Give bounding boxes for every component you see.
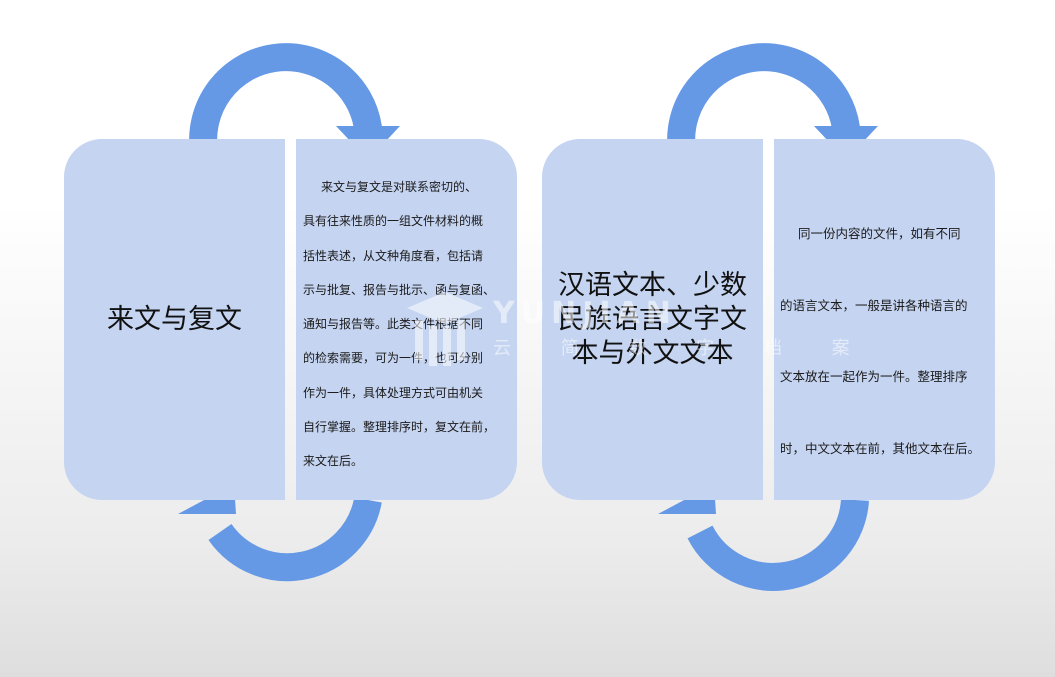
left-body-line: 具有往来性质的一组文件材料的概 (303, 214, 484, 229)
left-body-line: 作为一件，具体处理方式可由机关 (303, 385, 484, 400)
left-card-title: 来文与复文 (107, 303, 242, 335)
right-body-line: 的语言文本，一般是讲各种语言的 (780, 297, 968, 313)
left-body-line: 来文在后。 (303, 454, 364, 469)
left-card-body: 来文与复文是对联系密切的、 具有往来性质的一组文件材料的概 括性表述，从文种角度… (303, 170, 509, 479)
right-top-arc-arrow (667, 43, 860, 155)
left-body-line: 括性表述，从文种角度看，包括请 (303, 248, 484, 263)
right-body-line: 时，中文文本在前，其他文本在后。 (780, 440, 981, 456)
left-top-arc-arrow (189, 43, 382, 155)
left-body-line: 示与批复、报告与批示、函与复函、 (303, 282, 496, 297)
left-body-line: 来文与复文是对联系密切的、 (321, 180, 478, 194)
right-body-line: 同一份内容的文件，如有不同 (798, 226, 961, 241)
right-card-title: 汉语文本、少数 民族语言文字文 本与外文文本 (542, 139, 763, 500)
left-card-title-panel (64, 139, 285, 500)
right-title-line: 汉语文本、少数 (558, 269, 747, 301)
left-body-line: 自行掌握。整理排序时，复文在前， (303, 420, 496, 435)
right-card-body: 同一份内容的文件，如有不同 的语言文本，一般是讲各种语言的 文本放在一起作为一件… (780, 198, 990, 484)
left-body-line: 通知与报告等。此类文件根据不同 (303, 317, 484, 332)
right-card-title-panel (542, 139, 763, 500)
right-card-text-panel (774, 139, 995, 500)
left-body-line: 的检索需要，可为一件，也可分别 (303, 351, 484, 366)
left-bottom-arc-arrow (208, 497, 382, 582)
right-title-line: 民族语言文字文 (558, 303, 747, 335)
right-title-line: 本与外文文本 (571, 337, 734, 369)
right-bottom-arc-arrow (687, 498, 869, 591)
right-body-line: 文本放在一起作为一件。整理排序 (780, 369, 968, 384)
